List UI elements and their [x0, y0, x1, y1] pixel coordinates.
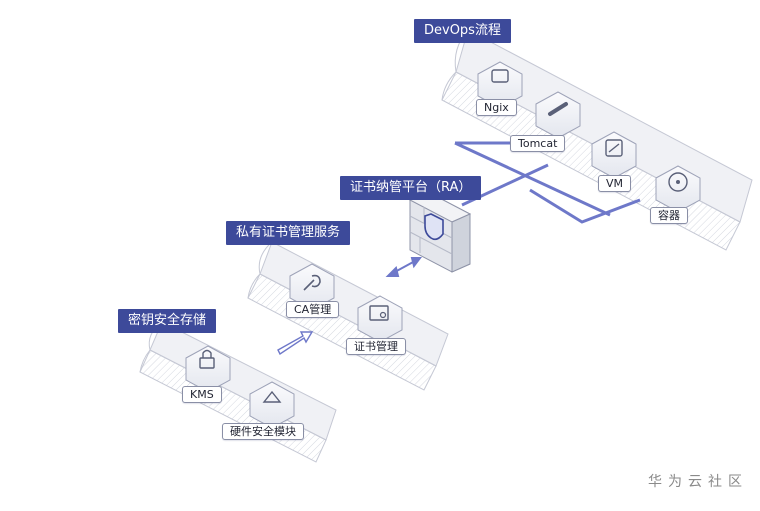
lock-icon — [199, 357, 215, 369]
wrench-icon — [303, 274, 321, 291]
vm-label: VM — [598, 175, 632, 192]
ca-mgmt-label: CA管理 — [286, 301, 340, 318]
kms-label: KMS — [182, 386, 222, 403]
hsm-node — [249, 381, 295, 429]
devops-title: DevOps流程 — [414, 19, 511, 43]
private-ca-panel — [247, 241, 449, 391]
watermark: 华为云社区 — [648, 474, 748, 490]
certificate-icon — [369, 305, 389, 321]
tomcat-node — [535, 91, 581, 139]
key-storage-panel — [139, 321, 337, 463]
nginx-node — [477, 61, 523, 109]
kms-node — [185, 345, 231, 393]
private-ca-title: 私有证书管理服务 — [226, 221, 351, 245]
kms-ca-arrow — [277, 331, 314, 356]
ra-title: 证书纳管平台（RA） — [340, 176, 482, 200]
cert-mgmt-label: 证书管理 — [346, 338, 406, 355]
container-label: 容器 — [650, 207, 688, 224]
cert-mgmt-node — [357, 295, 403, 343]
window-icon — [491, 69, 509, 83]
container-icon — [668, 172, 688, 192]
ra-ca-double-arrow — [385, 257, 422, 277]
hsm-label: 硬件安全模块 — [222, 423, 304, 440]
container-node — [655, 165, 701, 213]
play-icon — [262, 390, 282, 403]
key-storage-title: 密钥安全存储 — [118, 309, 217, 333]
tomcat-label: Tomcat — [510, 135, 566, 152]
vm-node — [591, 131, 637, 179]
nginx-label: Ngix — [476, 99, 517, 116]
tomcat-icon — [548, 102, 568, 116]
shield-icon — [424, 213, 444, 241]
vm-icon — [605, 139, 623, 157]
ca-mgmt-node — [289, 263, 335, 311]
